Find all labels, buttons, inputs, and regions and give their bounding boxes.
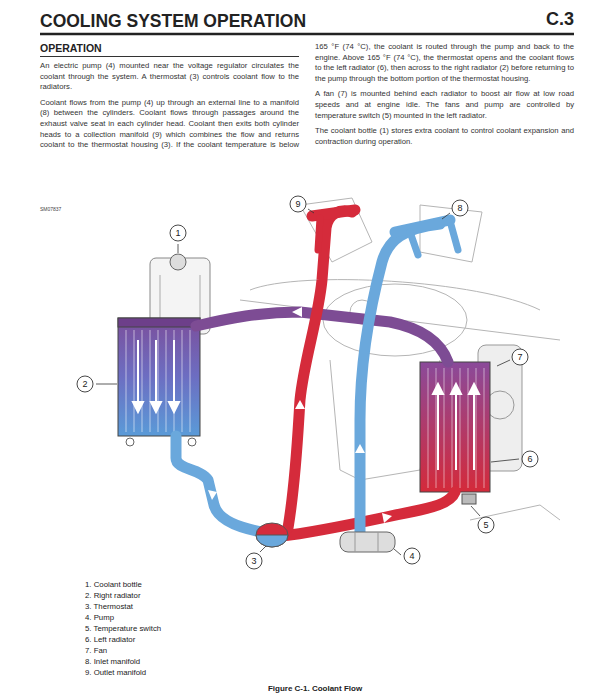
body-paragraph: A fan (7) is mounted behind each radiato…	[315, 89, 574, 121]
callout-text: 2	[82, 379, 87, 389]
callout-number: 4	[403, 547, 421, 565]
temperature-switch	[462, 494, 476, 504]
flow-arrows	[208, 307, 392, 523]
engine-outline	[240, 198, 560, 520]
right-radiator	[118, 318, 200, 446]
callout-number: 9	[289, 195, 307, 213]
callout-text: 5	[483, 520, 488, 530]
coolant-hoses	[176, 210, 458, 538]
callout-number: 7	[511, 348, 529, 366]
callout-text: 9	[295, 199, 300, 209]
left-radiator	[420, 362, 490, 492]
thermostat	[256, 523, 288, 547]
legend-item: 5. Temperature switch	[85, 624, 161, 633]
body-paragraph: The coolant bottle (1) stores extra cool…	[315, 126, 574, 147]
section-number: C.3	[546, 9, 574, 30]
callout-text: 7	[517, 352, 522, 362]
legend-item: 4. Pump	[85, 613, 114, 622]
figure-id: SM07837	[40, 206, 61, 212]
legend-item: 6. Left radiator	[85, 635, 135, 644]
callout-text: 3	[251, 556, 256, 566]
callout-text: 8	[457, 203, 462, 213]
figure-caption: Figure C-1. Coolant Flow	[40, 684, 590, 693]
page-title: COOLING SYSTEM OPERATION	[40, 11, 306, 32]
callout-text: 1	[175, 228, 180, 238]
callout-number: 5	[477, 516, 495, 534]
callout-number: 1	[169, 224, 187, 242]
callout-number: 8	[451, 199, 469, 217]
header-rule	[40, 33, 574, 36]
pump	[340, 532, 395, 552]
callout-number: 6	[521, 450, 539, 468]
legend-item: 9. Outlet manifold	[85, 668, 146, 677]
section-heading: OPERATION	[40, 42, 299, 57]
callout-text: 4	[409, 551, 414, 561]
callout-number: 2	[76, 375, 94, 393]
body-paragraph: An electric pump (4) mounted near the vo…	[40, 61, 299, 93]
legend-item: 8. Inlet manifold	[85, 657, 140, 666]
legend-item: 2. Right radiator	[85, 591, 140, 600]
callout-text: 6	[527, 454, 532, 464]
legend-item: 3. Thermostat	[85, 602, 133, 611]
callout-number: 3	[245, 552, 263, 570]
legend-item: 7. Fan	[85, 646, 107, 655]
leader-lines	[96, 209, 519, 555]
text-columns: OPERATION An electric pump (4) mounted ne…	[40, 42, 574, 152]
legend-item: 1. Coolant bottle	[85, 580, 142, 589]
